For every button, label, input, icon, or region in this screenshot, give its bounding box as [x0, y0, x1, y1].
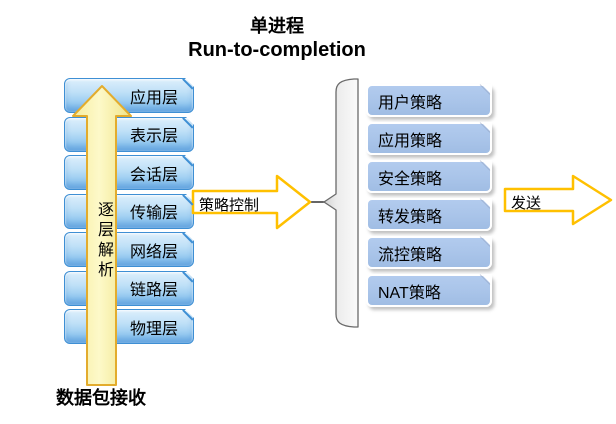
send-label: 发送	[511, 195, 542, 212]
osi-layer-label: 链路层	[129, 282, 178, 299]
policy-box-user: 用户策略	[366, 84, 492, 117]
osi-layer-stack: 应用层 表示层 会话层 传输层 网络层 链路层 物理层	[64, 77, 195, 348]
policy-box-nat: NAT策略	[366, 274, 492, 307]
title-line-chinese: 单进程	[250, 16, 304, 36]
policy-label: 流控策略	[378, 246, 443, 264]
osi-layer-box-network: 网络层	[64, 231, 195, 267]
send-arrow-icon	[503, 174, 613, 226]
policy-stack: 用户策略 应用策略 安全策略 转发策略 流控策略 NAT策略	[366, 84, 492, 312]
policy-box-forwarding: 转发策略	[366, 198, 492, 231]
osi-layer-box-transport: 传输层	[64, 193, 195, 229]
policy-label: 应用策略	[378, 132, 443, 150]
osi-layer-label: 传输层	[129, 205, 178, 222]
policy-box-security: 安全策略	[366, 160, 492, 193]
upward-parse-arrow-icon	[72, 85, 132, 386]
policy-box-application: 应用策略	[366, 122, 492, 155]
packet-receive-label: 数据包接收	[56, 388, 146, 408]
osi-layer-box-link: 链路层	[64, 270, 195, 306]
page-title: 单进程 Run-to-completion	[97, 14, 457, 62]
left-brace-icon	[323, 78, 359, 328]
policy-label: 用户策略	[378, 94, 443, 112]
policy-label: 安全策略	[378, 170, 443, 188]
osi-layer-box-physical: 物理层	[64, 308, 195, 344]
policy-label: NAT策略	[378, 284, 441, 302]
policy-label: 转发策略	[378, 208, 443, 226]
parse-direction-label: 逐层解析	[95, 201, 112, 281]
title-line-english: Run-to-completion	[188, 39, 366, 61]
osi-layer-label: 表示层	[129, 128, 178, 145]
osi-layer-label: 网络层	[129, 243, 178, 261]
osi-layer-box-session: 会话层	[64, 154, 195, 190]
osi-layer-label: 应用层	[129, 89, 178, 107]
policy-control-label: 策略控制	[199, 197, 260, 214]
osi-layer-label: 会话层	[129, 166, 178, 184]
osi-layer-label: 物理层	[129, 320, 178, 338]
osi-layer-box-presentation: 表示层	[64, 116, 195, 152]
policy-box-flow-control: 流控策略	[366, 236, 492, 269]
